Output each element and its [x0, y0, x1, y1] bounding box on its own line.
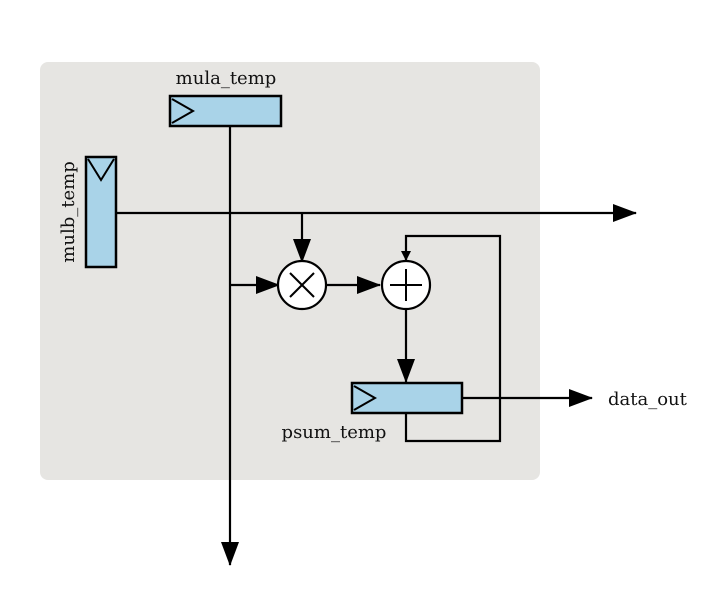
feedback-loop-wire	[401, 234, 502, 443]
multiplier-node	[276, 259, 328, 311]
psum-temp-label: psum_temp	[282, 422, 387, 443]
data-out-label: data_out	[608, 389, 688, 410]
mula-temp-label: mula_temp	[176, 68, 277, 89]
adder-node	[380, 259, 432, 311]
clock-triangle-icon	[87, 158, 115, 182]
clock-triangle-icon	[353, 385, 378, 411]
clock-triangle-icon	[171, 98, 196, 124]
mula-temp-register	[168, 94, 283, 128]
psum-temp-register	[350, 381, 464, 415]
mulb-temp-register	[84, 155, 118, 269]
mulb-temp-label: mulb_temp	[58, 161, 79, 262]
